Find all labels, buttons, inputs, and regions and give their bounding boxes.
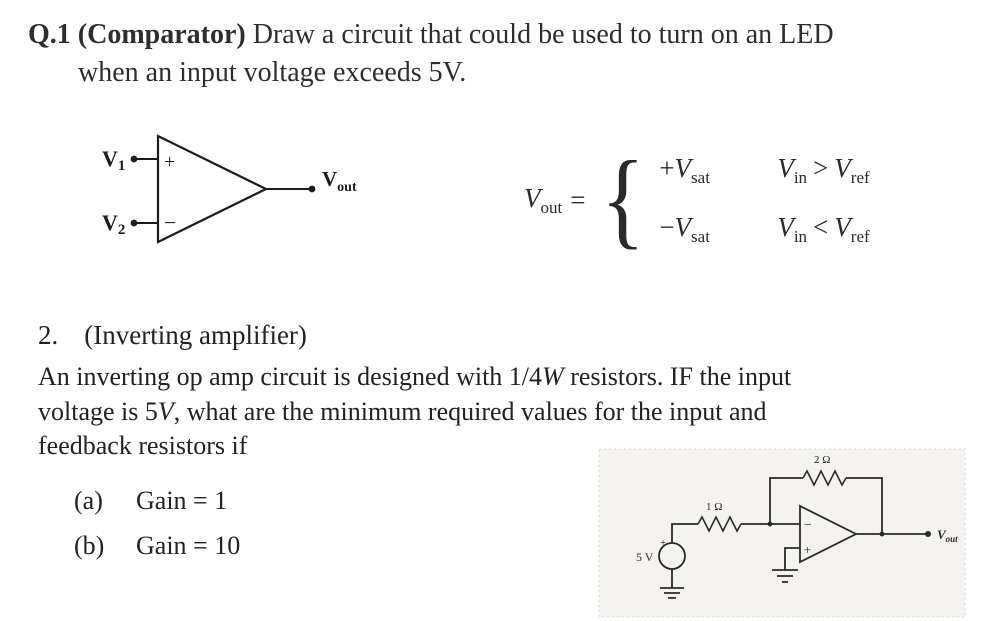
opamp-triangle xyxy=(156,134,269,244)
case-value: +Vsat xyxy=(659,153,710,187)
q2-items: (a) Gain = 1 (b) Gain = 10 xyxy=(74,486,240,576)
vout-terminal-dot xyxy=(308,185,316,193)
case-condition: Vin<Vref xyxy=(777,212,870,246)
equation-case-row: −Vsat Vin<Vref xyxy=(659,212,869,247)
minus-input-sign: − xyxy=(164,210,176,235)
item-b-label: (b) xyxy=(74,531,105,560)
equals-sign: = xyxy=(570,184,586,215)
case-condition: Vin>Vref xyxy=(777,153,870,187)
inverting-amplifier-figure: 5 V + 1 Ω 2 Ω − + xyxy=(598,448,966,621)
noninverting-ground-symbol xyxy=(772,569,798,583)
q1-heading: Q.1 (Comparator) Draw a circuit that cou… xyxy=(28,16,834,92)
vout-equation: Vout = { +Vsat Vin>Vref −Vsat Vin<Vref xyxy=(524,142,870,258)
q1-text: Draw a circuit that could be used to tur… xyxy=(245,19,834,50)
source-plus-sign: + xyxy=(660,537,666,549)
input-resistor-label: 1 Ω xyxy=(706,501,722,513)
item-a-label: (a) xyxy=(74,486,103,515)
q2-heading: 2. (Inverting amplifier) xyxy=(38,320,307,351)
input-resistor xyxy=(697,515,742,533)
scan-background xyxy=(598,448,966,618)
q1-label: Q.1 (Comparator) xyxy=(28,19,246,50)
v1-label: V1 xyxy=(102,146,125,174)
q2-number: 2. xyxy=(38,320,59,350)
equation-case-row: +Vsat Vin>Vref xyxy=(659,153,869,188)
q2-para-line: voltage is 5V, what are the minimum requ… xyxy=(38,396,767,426)
equation-lhs: Vout xyxy=(524,182,563,217)
output-terminal-dot xyxy=(925,531,931,537)
feedback-wire-left xyxy=(769,477,803,524)
q2-paragraph: An inverting op amp circuit is designed … xyxy=(38,360,998,464)
plus-input-sign: + xyxy=(164,151,175,173)
feedback-resistor xyxy=(802,469,847,487)
q2-item-b: (b) Gain = 10 xyxy=(74,531,240,561)
item-b-text: Gain = 10 xyxy=(136,531,241,560)
vout2-label: Vout xyxy=(937,527,958,544)
q2-item-a: (a) Gain = 1 xyxy=(74,486,240,516)
input-wire xyxy=(671,523,698,543)
item-a-text: Gain = 1 xyxy=(136,486,228,515)
brace: { xyxy=(601,139,646,259)
noninverting-ground-wire xyxy=(784,547,800,570)
opamp2-plus-sign: + xyxy=(804,542,811,557)
opamp2-triangle xyxy=(799,504,859,564)
opamp2-minus-sign: − xyxy=(804,518,812,533)
q2-title: (Inverting amplifier) xyxy=(84,320,307,350)
feedback-resistor-label: 2 Ω xyxy=(814,454,830,466)
source-voltage-label: 5 V xyxy=(636,550,654,564)
inverting-amplifier-diagram: 5 V + 1 Ω 2 Ω − + xyxy=(598,448,966,618)
q1-line2: when an input voltage exceeds 5V. xyxy=(78,57,467,88)
feedback-wire-right xyxy=(846,477,883,534)
case-value: −Vsat xyxy=(659,212,710,246)
comparator-diagram: V1 V2 + − Vout xyxy=(102,134,357,244)
vout-label: Vout xyxy=(322,167,357,195)
q1-line1: Q.1 (Comparator) Draw a circuit that cou… xyxy=(28,16,834,54)
source-ground-symbol xyxy=(660,587,684,599)
comparator-figure: V1 V2 + − Vout xyxy=(92,128,382,265)
v2-label: V2 xyxy=(102,210,125,238)
equation-cases: +Vsat Vin>Vref −Vsat Vin<Vref xyxy=(659,153,869,247)
output-junction-dot xyxy=(879,531,885,537)
q2-para-line: feedback resistors if xyxy=(38,431,248,460)
q2-para-line: An inverting op amp circuit is designed … xyxy=(38,362,792,391)
